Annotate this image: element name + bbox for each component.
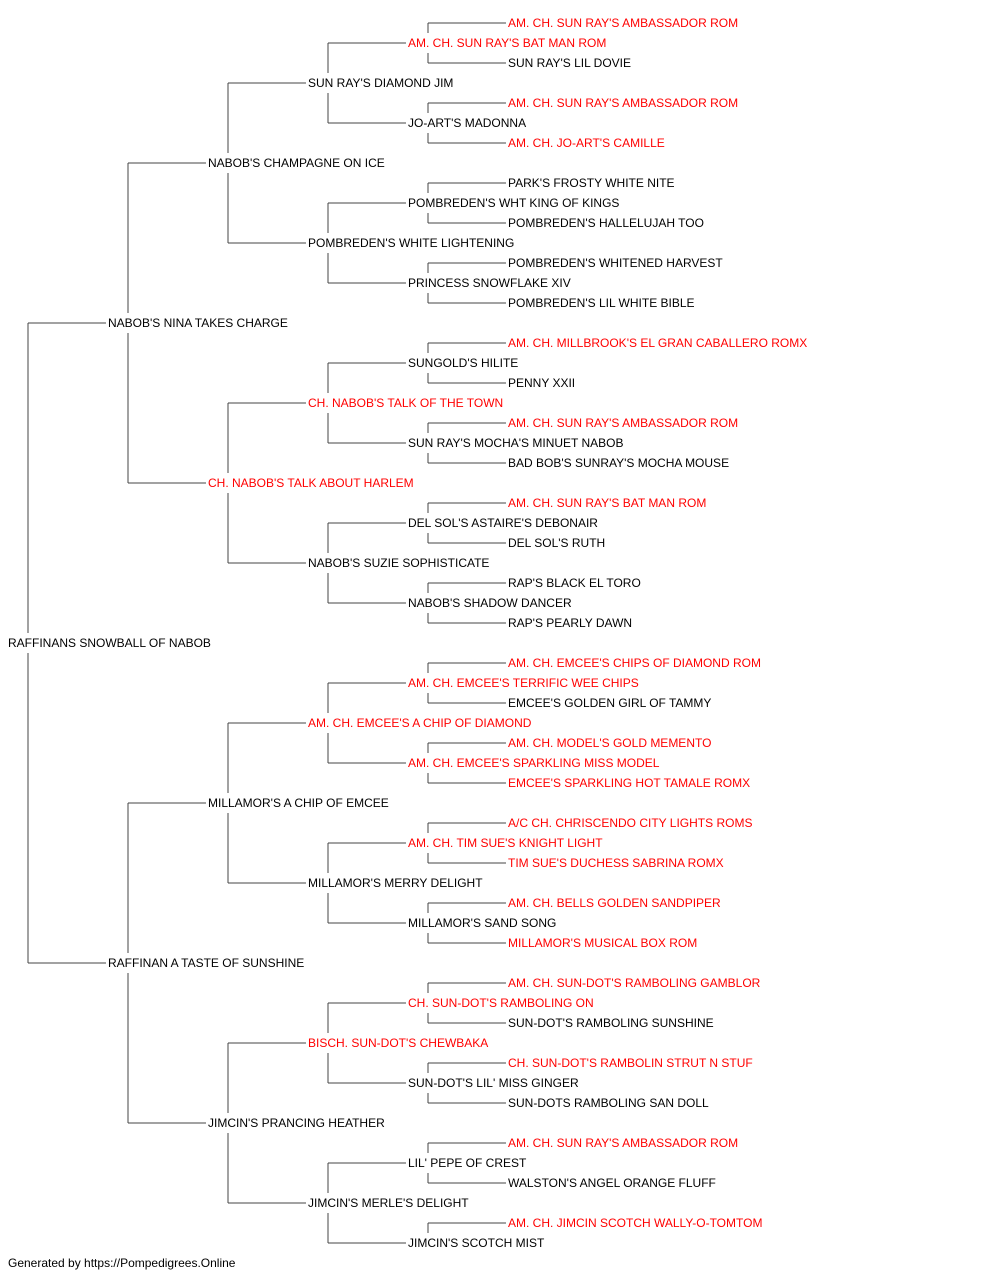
dog-name-gen3: MILLAMOR'S MERRY DELIGHT xyxy=(308,876,483,890)
dog-name-gen5: MILLAMOR'S MUSICAL BOX ROM xyxy=(508,936,697,950)
dog-name-gen3: BISCH. SUN-DOT'S CHEWBAKA xyxy=(308,1036,488,1050)
dog-name-gen5: RAP'S BLACK EL TORO xyxy=(508,576,641,590)
dog-name-gen5: DEL SOL'S RUTH xyxy=(508,536,605,550)
dog-name-gen4: JO-ART'S MADONNA xyxy=(408,116,526,130)
dog-name-gen0: RAFFINANS SNOWBALL OF NABOB xyxy=(8,636,211,650)
dog-name-gen3: JIMCIN'S MERLE'S DELIGHT xyxy=(308,1196,469,1210)
dog-name-gen3: SUN RAY'S DIAMOND JIM xyxy=(308,76,453,90)
dog-name-gen5: WALSTON'S ANGEL ORANGE FLUFF xyxy=(508,1176,716,1190)
dog-name-gen5: AM. CH. SUN-DOT'S RAMBOLING GAMBLOR xyxy=(508,976,761,990)
dog-name-gen4: AM. CH. SUN RAY'S BAT MAN ROM xyxy=(408,36,606,50)
dog-name-gen4: SUN RAY'S MOCHA'S MINUET NABOB xyxy=(408,436,624,450)
dog-name-gen5: POMBREDEN'S WHITENED HARVEST xyxy=(508,256,723,270)
dog-name-gen5: PARK'S FROSTY WHITE NITE xyxy=(508,176,675,190)
dog-name-gen2: MILLAMOR'S A CHIP OF EMCEE xyxy=(208,796,389,810)
dog-name-gen5: AM. CH. JO-ART'S CAMILLE xyxy=(508,136,665,150)
generated-by-footer: Generated by https://Pompedigrees.Online xyxy=(8,1256,236,1270)
dog-name-gen4: PRINCESS SNOWFLAKE XIV xyxy=(408,276,571,290)
dog-name-gen1: RAFFINAN A TASTE OF SUNSHINE xyxy=(108,956,304,970)
dog-name-gen5: AM. CH. SUN RAY'S AMBASSADOR ROM xyxy=(508,16,738,30)
dog-name-gen5: AM. CH. MILLBROOK'S EL GRAN CABALLERO RO… xyxy=(508,336,807,350)
dog-name-gen5: AM. CH. SUN RAY'S AMBASSADOR ROM xyxy=(508,416,738,430)
dog-name-gen5: EMCEE'S SPARKLING HOT TAMALE ROMX xyxy=(508,776,750,790)
dog-name-gen4: SUNGOLD'S HILITE xyxy=(408,356,518,370)
dog-name-gen5: SUN-DOT'S RAMBOLING SUNSHINE xyxy=(508,1016,714,1030)
dog-name-gen5: POMBREDEN'S LIL WHITE BIBLE xyxy=(508,296,695,310)
dog-name-gen5: AM. CH. SUN RAY'S AMBASSADOR ROM xyxy=(508,96,738,110)
dog-name-gen3: AM. CH. EMCEE'S A CHIP OF DIAMOND xyxy=(308,716,532,730)
dog-name-gen4: AM. CH. TIM SUE'S KNIGHT LIGHT xyxy=(408,836,603,850)
dog-name-gen4: NABOB'S SHADOW DANCER xyxy=(408,596,572,610)
dog-name-gen5: CH. SUN-DOT'S RAMBOLIN STRUT N STUF xyxy=(508,1056,753,1070)
dog-name-gen4: POMBREDEN'S WHT KING OF KINGS xyxy=(408,196,619,210)
dog-name-gen5: EMCEE'S GOLDEN GIRL OF TAMMY xyxy=(508,696,711,710)
dog-name-gen5: AM. CH. BELLS GOLDEN SANDPIPER xyxy=(508,896,721,910)
dog-name-gen5: SUN-DOTS RAMBOLING SAN DOLL xyxy=(508,1096,709,1110)
dog-name-gen5: AM. CH. SUN RAY'S AMBASSADOR ROM xyxy=(508,1136,738,1150)
dog-name-gen5: AM. CH. EMCEE'S CHIPS OF DIAMOND ROM xyxy=(508,656,761,670)
dog-name-gen5: A/C CH. CHRISCENDO CITY LIGHTS ROMS xyxy=(508,816,752,830)
dog-name-gen5: AM. CH. MODEL'S GOLD MEMENTO xyxy=(508,736,711,750)
dog-name-gen4: AM. CH. EMCEE'S TERRIFIC WEE CHIPS xyxy=(408,676,639,690)
dog-name-gen4: SUN-DOT'S LIL' MISS GINGER xyxy=(408,1076,579,1090)
dog-name-gen2: JIMCIN'S PRANCING HEATHER xyxy=(208,1116,385,1130)
dog-name-gen2: NABOB'S CHAMPAGNE ON ICE xyxy=(208,156,385,170)
dog-name-gen5: RAP'S PEARLY DAWN xyxy=(508,616,632,630)
dog-name-gen1: NABOB'S NINA TAKES CHARGE xyxy=(108,316,288,330)
dog-name-gen5: TIM SUE'S DUCHESS SABRINA ROMX xyxy=(508,856,724,870)
dog-name-gen4: AM. CH. EMCEE'S SPARKLING MISS MODEL xyxy=(408,756,660,770)
dog-name-gen5: POMBREDEN'S HALLELUJAH TOO xyxy=(508,216,704,230)
dog-name-gen3: POMBREDEN'S WHITE LIGHTENING xyxy=(308,236,514,250)
pedigree-tree: RAFFINANS SNOWBALL OF NABOB NABOB'S NINA … xyxy=(8,16,807,1250)
dog-name-gen4: LIL' PEPE OF CREST xyxy=(408,1156,527,1170)
dog-name-gen5: AM. CH. JIMCIN SCOTCH WALLY-O-TOMTOM xyxy=(508,1216,762,1230)
dog-name-gen5: PENNY XXII xyxy=(508,376,575,390)
dog-name-gen4: DEL SOL'S ASTAIRE'S DEBONAIR xyxy=(408,516,598,530)
dog-name-gen5: BAD BOB'S SUNRAY'S MOCHA MOUSE xyxy=(508,456,729,470)
dog-name-gen5: SUN RAY'S LIL DOVIE xyxy=(508,56,631,70)
dog-name-gen2: CH. NABOB'S TALK ABOUT HARLEM xyxy=(208,476,414,490)
dog-name-gen5: AM. CH. SUN RAY'S BAT MAN ROM xyxy=(508,496,706,510)
dog-name-gen3: CH. NABOB'S TALK OF THE TOWN xyxy=(308,396,503,410)
dog-name-gen3: NABOB'S SUZIE SOPHISTICATE xyxy=(308,556,489,570)
dog-name-gen4: CH. SUN-DOT'S RAMBOLING ON xyxy=(408,996,594,1010)
dog-name-gen4: MILLAMOR'S SAND SONG xyxy=(408,916,556,930)
dog-name-gen4: JIMCIN'S SCOTCH MIST xyxy=(408,1236,545,1250)
